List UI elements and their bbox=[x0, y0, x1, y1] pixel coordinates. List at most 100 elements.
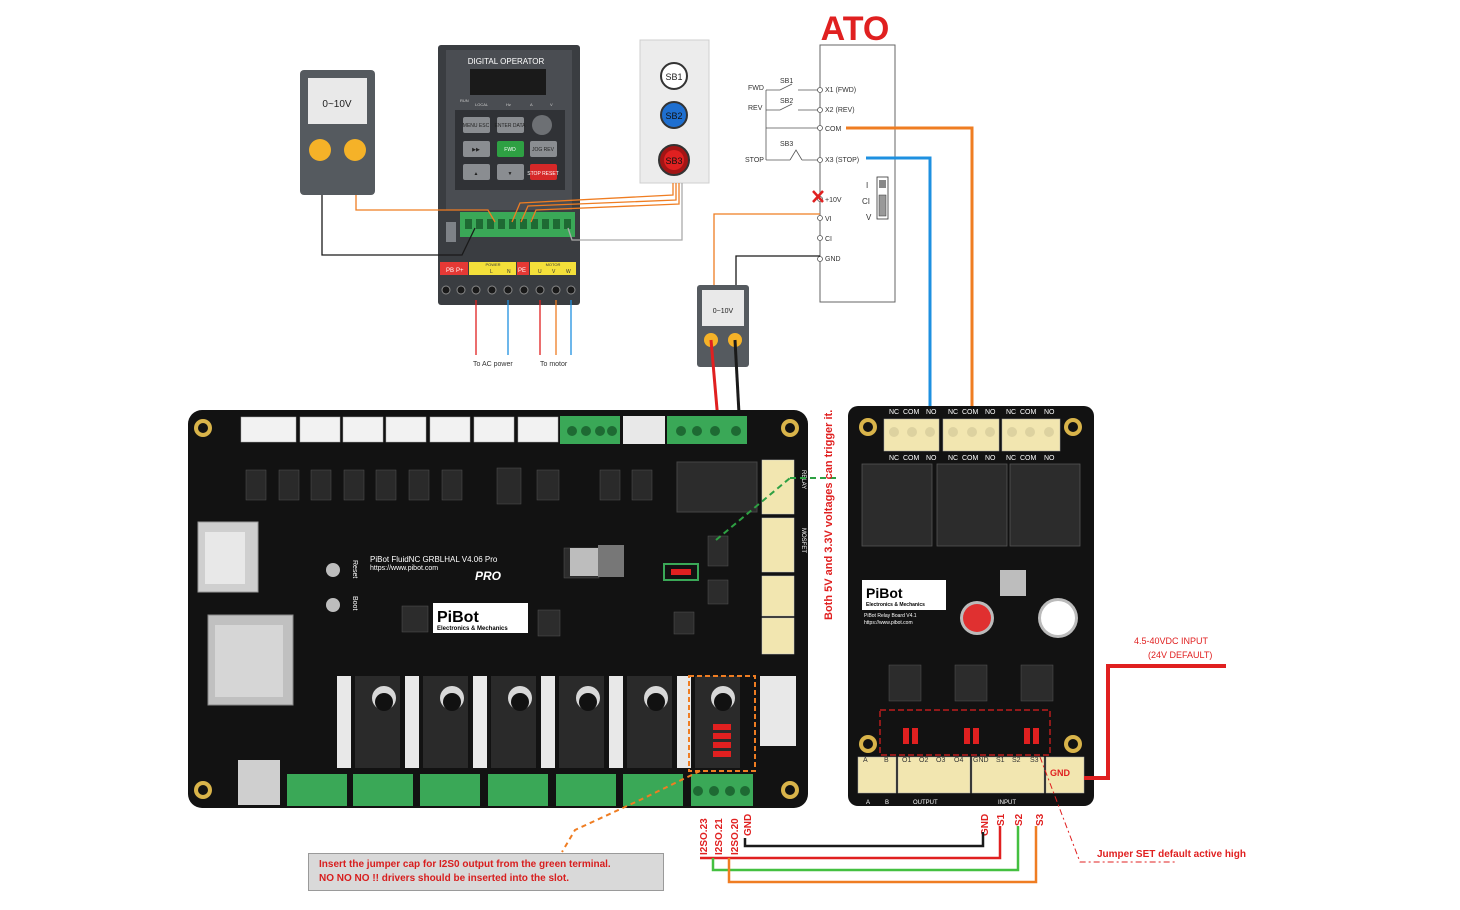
r3-com-top: COM bbox=[1020, 409, 1037, 416]
power-input-label: 4.5-40VDC INPUT bbox=[1134, 636, 1209, 646]
pin-a-bottom: A bbox=[866, 800, 870, 806]
relay-in-s3: S3 bbox=[1035, 813, 1046, 826]
pin-b: B bbox=[884, 757, 889, 764]
jumper-set-annotation: Jumper SET default active high bbox=[1097, 849, 1246, 860]
power-gnd-pin-label: GND bbox=[1050, 768, 1071, 778]
vfd-status-run: RUN bbox=[460, 98, 469, 103]
vfd-term-l: L bbox=[490, 269, 493, 275]
r3-no: NO bbox=[1044, 455, 1055, 462]
vfd-term-pplus: P+ bbox=[456, 268, 464, 274]
pin-o1: O1 bbox=[902, 757, 911, 764]
vfd-title: DIGITAL OPERATOR bbox=[468, 57, 545, 66]
relay-board-logo-sub: Electronics & Mechanics bbox=[866, 602, 925, 608]
vfd-key-up: ▲ bbox=[474, 171, 479, 177]
r3-com: COM bbox=[1020, 455, 1037, 462]
sb2-button-label: SB2 bbox=[665, 111, 682, 121]
pin-board-gnd: GND bbox=[743, 814, 754, 836]
main-board-title: PiBot FluidNC GRBLHAL V4.06 Pro bbox=[370, 555, 498, 564]
trigger-annotation: Both 5V and 3.3V voltages can trigger it… bbox=[823, 410, 835, 620]
driver-sockets bbox=[337, 675, 756, 772]
vfd-term-n: N bbox=[507, 269, 511, 275]
relay-in-s2: S2 bbox=[1014, 813, 1025, 826]
relay-board-name: PiBot Relay Board V4.1 bbox=[864, 613, 917, 619]
button-box: SB1 SB2 SB3 bbox=[639, 39, 710, 184]
ato-terminal-diagram: FWD REV STOP SB1 SB2 SB3 X1 (FWD) X2 (RE… bbox=[745, 44, 896, 303]
switch-v-label: V bbox=[866, 213, 872, 222]
potentiometer-mid: 0~10V bbox=[697, 285, 749, 367]
relay-board-logo: PiBot bbox=[866, 585, 903, 601]
power-default-label: (24V DEFAULT) bbox=[1148, 650, 1212, 660]
term-gnd: GND bbox=[825, 256, 841, 263]
term-ci: CI bbox=[825, 236, 832, 243]
vfd-key-fwd: FWD bbox=[504, 147, 516, 153]
vfd-knob bbox=[532, 115, 552, 135]
vfd-status-local: LOCAL bbox=[475, 102, 489, 107]
r1-com: COM bbox=[903, 455, 920, 462]
r2-com: COM bbox=[962, 455, 979, 462]
relay-board: NC COM NO NC COM NO NC COM NO NC COM NO … bbox=[848, 406, 1094, 806]
vfd-key-enter: ENTER DATA bbox=[495, 123, 527, 129]
boot-label: Boot bbox=[351, 596, 358, 610]
pin-i2so21: I2SO.21 bbox=[714, 818, 725, 855]
term-10v: +10V bbox=[825, 197, 842, 204]
pin-i2so20: I2SO.20 bbox=[730, 818, 741, 855]
r3-no-top: NO bbox=[1044, 409, 1055, 416]
output-label: OUTPUT bbox=[913, 800, 938, 806]
jumper-note-line2: NO NO NO !! drivers should be inserted i… bbox=[319, 873, 570, 884]
no-connect-x-icon bbox=[812, 190, 824, 203]
r1-com-top: COM bbox=[903, 409, 920, 416]
vfd-term-pe: PE bbox=[518, 268, 526, 274]
pin-s1: S1 bbox=[996, 757, 1005, 764]
switch-ci-label: CI bbox=[862, 197, 870, 206]
pot-mid-label: 0~10V bbox=[713, 308, 734, 315]
vfd-key-jog: JOG REV bbox=[532, 147, 555, 153]
vfd-key-stop: STOP RESET bbox=[527, 171, 559, 177]
sb3-button-label: SB3 bbox=[665, 156, 682, 166]
vfd-status-hz: Hz bbox=[506, 102, 511, 107]
term-com: COM bbox=[825, 126, 842, 133]
r1-no: NO bbox=[926, 455, 937, 462]
potentiometer-left: 0~10V bbox=[300, 70, 375, 195]
term-x1: X1 (FWD) bbox=[825, 87, 856, 94]
vfd-term-w: W bbox=[566, 269, 571, 275]
relay-header-label: RELAY bbox=[800, 470, 806, 489]
pot-left-label: 0~10V bbox=[322, 99, 352, 110]
vfd-key-down: ▼ bbox=[508, 171, 513, 177]
wiring-sb3-label: SB3 bbox=[780, 141, 793, 148]
r2-no-top: NO bbox=[985, 409, 996, 416]
pin-s3: S3 bbox=[1030, 757, 1039, 764]
rev-label: REV bbox=[748, 105, 763, 112]
mosfet-header-label: MOSFET bbox=[800, 528, 806, 553]
switch-i-label: I bbox=[866, 181, 868, 190]
r1-nc: NC bbox=[889, 455, 899, 462]
r3-nc-top: NC bbox=[1006, 409, 1016, 416]
vfd-motor-label: MOTOR bbox=[546, 262, 561, 267]
stop-label: STOP bbox=[745, 157, 764, 164]
pin-b-bottom: B bbox=[885, 800, 889, 806]
pin-i2so23: I2SO.23 bbox=[699, 818, 710, 855]
main-board-url: https://www.pibot.com bbox=[370, 565, 438, 572]
vfd-status-v: V bbox=[550, 102, 553, 107]
sb1-button-label: SB1 bbox=[665, 72, 682, 82]
i-v-switch: I CI V bbox=[862, 176, 889, 222]
term-vi: VI bbox=[825, 216, 832, 223]
jumper-highlight bbox=[663, 563, 699, 581]
vfd-key-menu: MENU ESC bbox=[463, 123, 490, 129]
pin-a: A bbox=[863, 757, 868, 764]
main-board-logo: PiBot bbox=[437, 609, 479, 626]
pin-gnd: GND bbox=[973, 757, 989, 764]
vfd-status-a: A bbox=[530, 102, 533, 107]
r3-nc: NC bbox=[1006, 455, 1016, 462]
relay-in-s1: S1 bbox=[996, 813, 1007, 826]
main-controller-board: RELAY MOSFET PiBot FluidNC GRBLHAL V4.06… bbox=[188, 410, 808, 808]
r2-com-top: COM bbox=[962, 409, 979, 416]
to-ac-power-label: To AC power bbox=[473, 361, 513, 368]
r2-nc-top: NC bbox=[948, 409, 958, 416]
vfd-drive: DIGITAL OPERATOR RUN LOCAL Hz A V MENU E… bbox=[438, 45, 580, 305]
r2-nc: NC bbox=[948, 455, 958, 462]
vfd-display bbox=[470, 69, 546, 95]
to-motor-label: To motor bbox=[540, 361, 568, 368]
main-board-logo-sub: Electronics & Mechanics bbox=[437, 626, 508, 632]
main-board-pro: PRO bbox=[475, 569, 502, 583]
